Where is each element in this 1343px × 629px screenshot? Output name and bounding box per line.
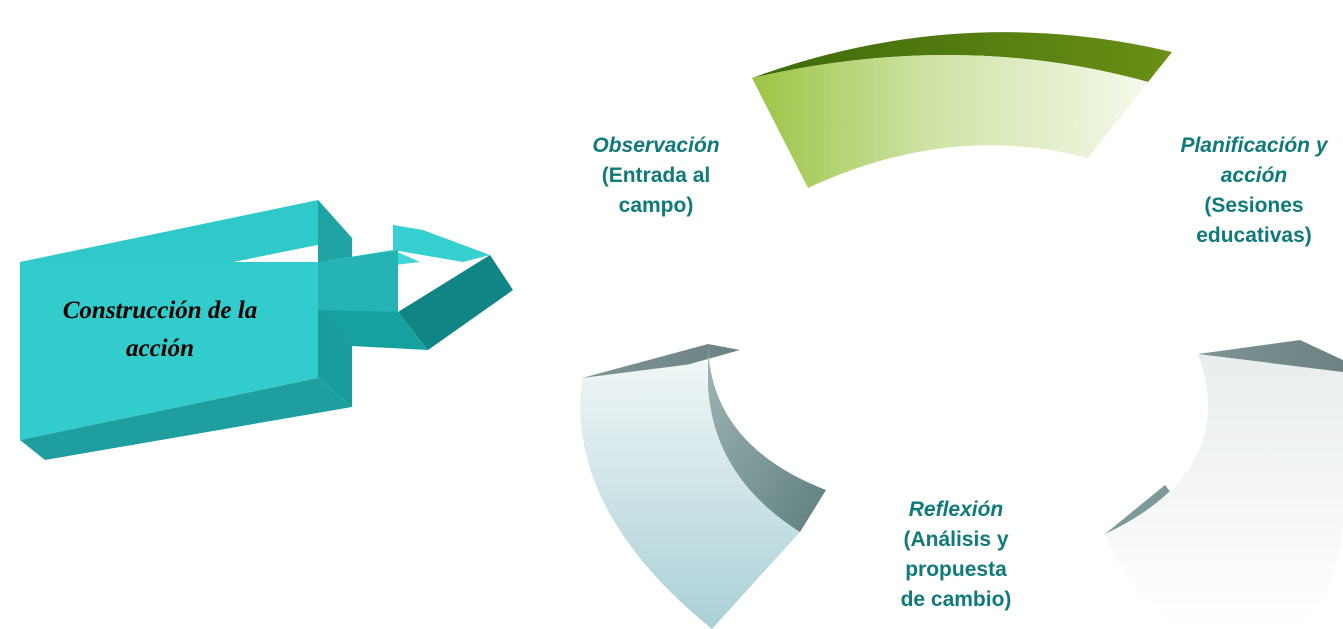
planificacion-title-line1: Planificación y — [1180, 134, 1328, 157]
arc-left-face — [580, 362, 800, 629]
cycle-arc-top — [752, 32, 1172, 189]
arrow-head-top — [393, 225, 490, 262]
arrow-label-line1: Construcción de la — [63, 297, 257, 324]
planificacion-title-line2: acción — [1221, 164, 1288, 187]
arrow-box-side-lower — [318, 310, 352, 407]
reflexion-line2: propuesta — [905, 558, 1007, 581]
reflexion-line1: (Análisis y — [903, 528, 1008, 551]
observacion-line1: (Entrada al — [602, 164, 711, 187]
observacion-title: Observación — [592, 134, 719, 157]
step-planificacion: Planificación y acción (Sesiones educati… — [1180, 134, 1328, 247]
cycle-arc-right — [1105, 340, 1343, 629]
planificacion-line2: educativas) — [1196, 224, 1312, 247]
arrow-box-side-upper — [318, 200, 352, 262]
arc-top-upper-edge — [752, 32, 1172, 82]
arrow-shaft-bottom — [318, 310, 428, 350]
reflexion-title: Reflexión — [909, 498, 1004, 521]
arc-top-face — [752, 54, 1148, 189]
construction-arrow: Construcción de la acción — [20, 200, 513, 460]
step-observacion: Observación (Entrada al campo) — [592, 134, 719, 217]
arc-right-face — [1105, 354, 1343, 629]
arrow-label-line2: acción — [126, 335, 194, 362]
cycle-arc-left — [580, 344, 826, 629]
step-reflexion: Reflexión (Análisis y propuesta de cambi… — [901, 498, 1012, 611]
arrow-box-front — [20, 262, 318, 440]
arrow-box-bottom — [20, 378, 352, 460]
observacion-line2: campo) — [619, 194, 694, 217]
planificacion-line1: (Sesiones — [1204, 194, 1303, 217]
arrow-head-front — [398, 255, 513, 350]
reflexion-line3: de cambio) — [901, 588, 1012, 611]
